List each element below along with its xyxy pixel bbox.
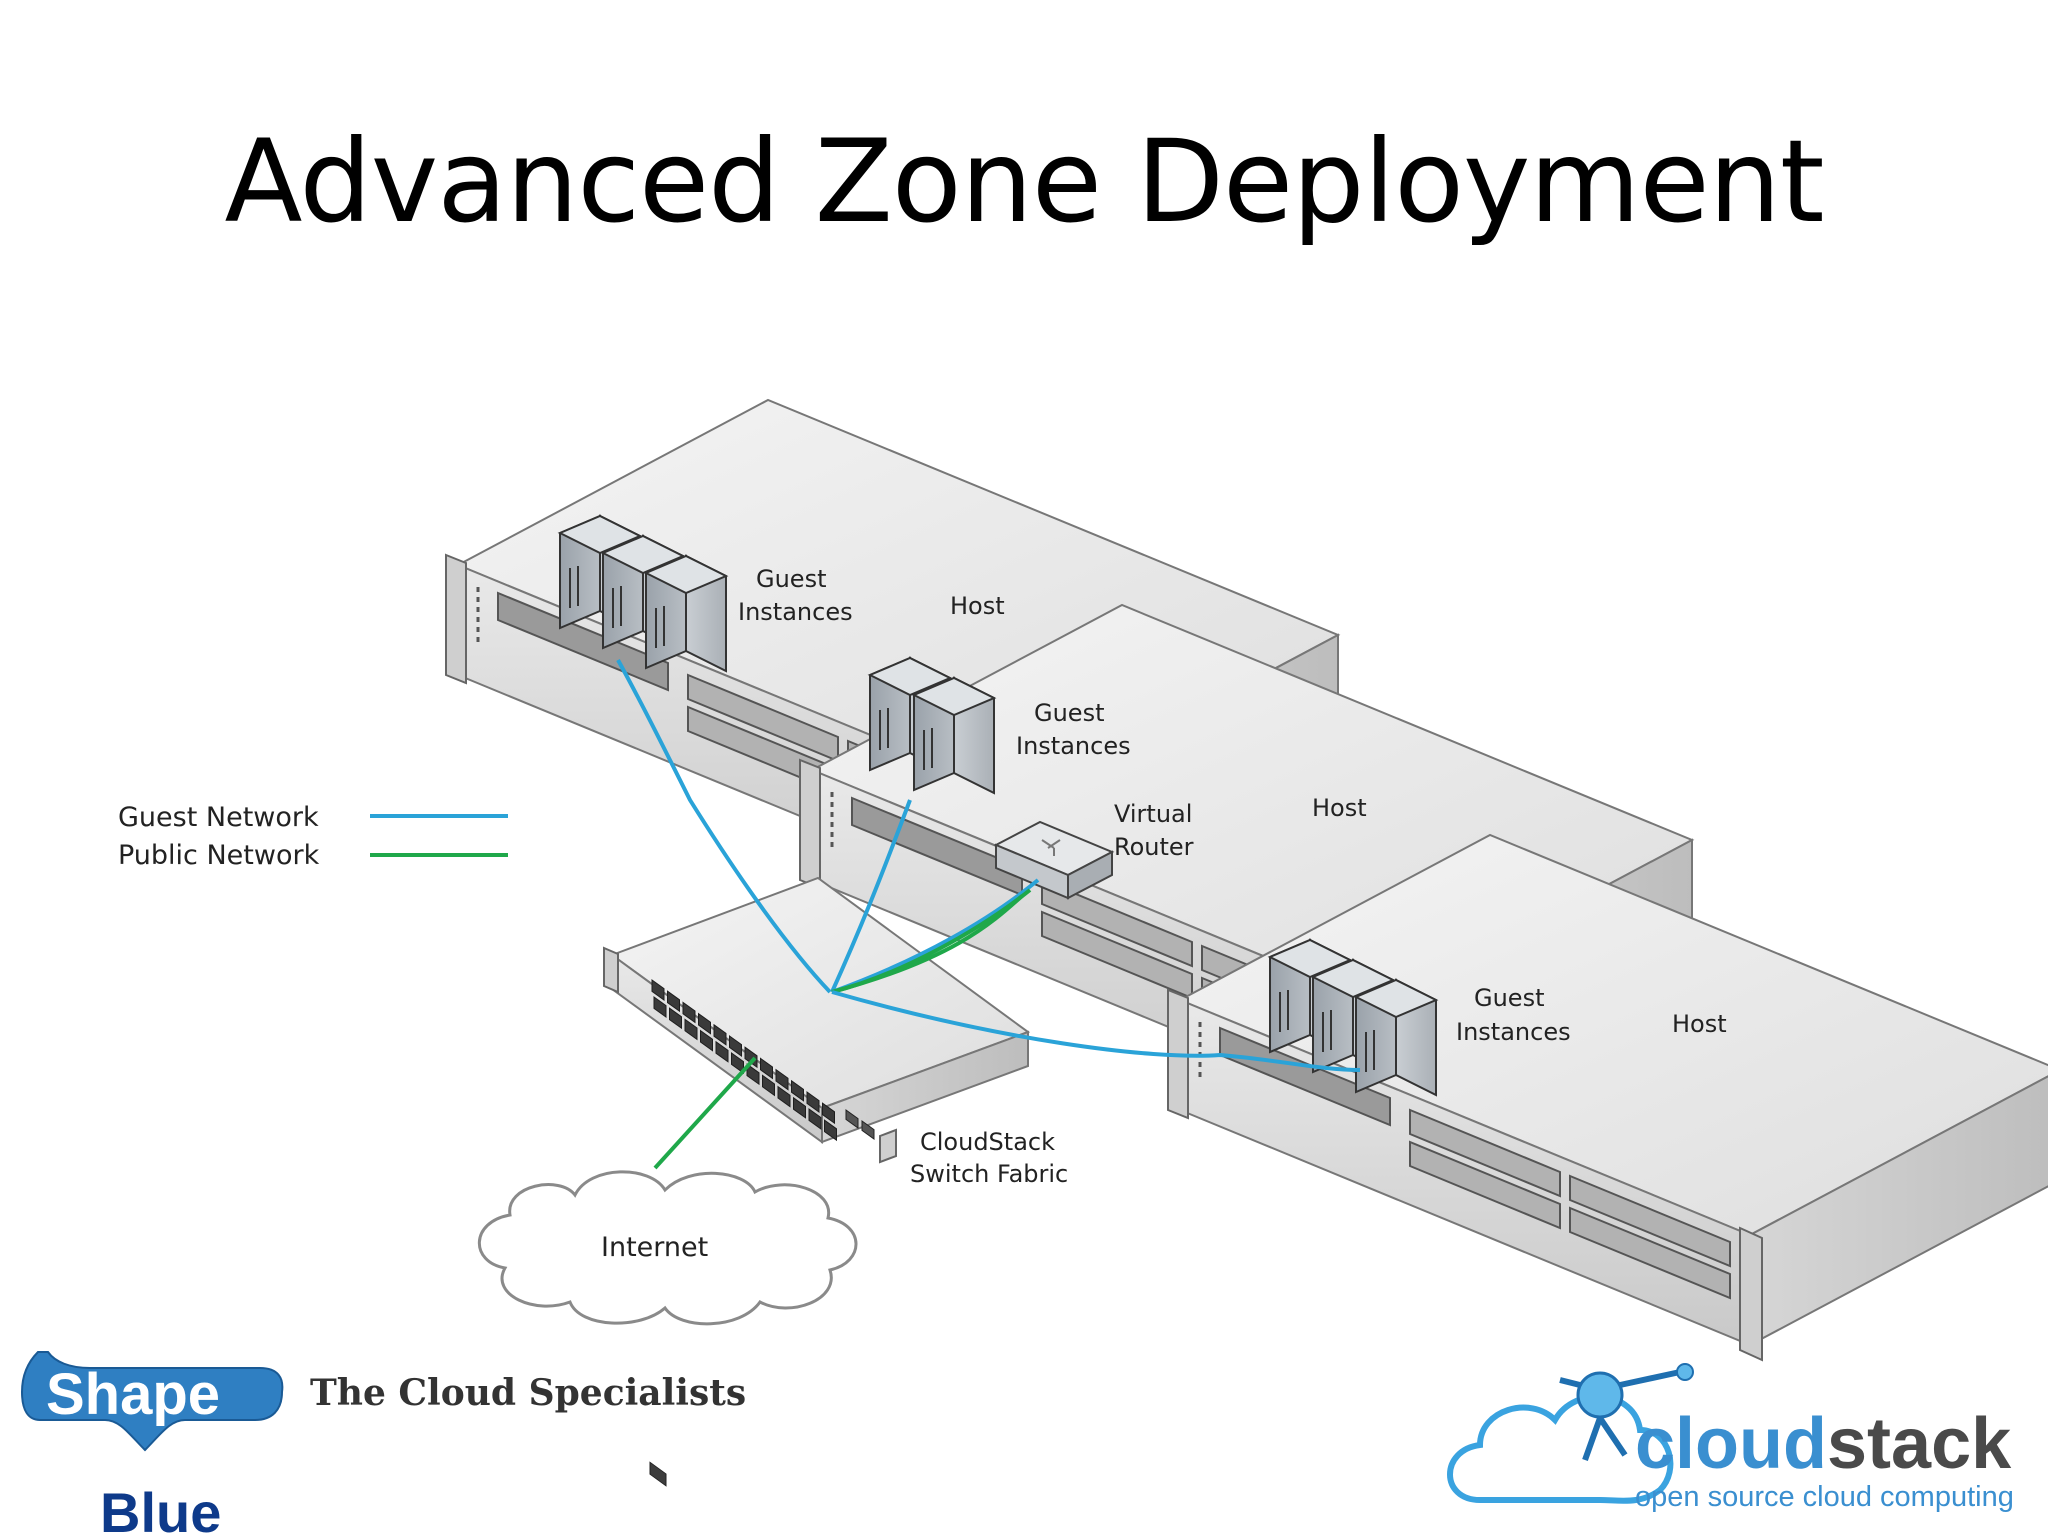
switch-ports bbox=[651, 979, 875, 1142]
switch-label-line1: CloudStack bbox=[920, 1128, 1055, 1156]
switch-port bbox=[746, 1063, 760, 1086]
internet-cloud-icon bbox=[477, 1170, 858, 1326]
internet-label: Internet bbox=[601, 1232, 708, 1263]
switch-port bbox=[822, 1102, 835, 1125]
virtual-router-icon bbox=[993, 820, 1115, 900]
host-3-instances-line1: Guest bbox=[1474, 984, 1545, 1012]
host-2-label: Host bbox=[1312, 794, 1367, 822]
host-3-label: Host bbox=[1672, 1010, 1727, 1038]
switch-port bbox=[729, 1035, 742, 1057]
slide-title: Advanced Zone Deployment bbox=[224, 115, 1824, 248]
cloudstack-tagline: open source cloud computing bbox=[1635, 1481, 2014, 1513]
switch-port bbox=[715, 1040, 729, 1063]
switch-uplink-port bbox=[845, 1109, 859, 1129]
host-2-instances-line2: Instances bbox=[1016, 732, 1131, 760]
cloudstack-stack-word: stack bbox=[1827, 1404, 2012, 1484]
legend: Guest Network Public Network bbox=[118, 802, 508, 871]
switch-port bbox=[684, 1018, 698, 1041]
public-link-router-2 bbox=[831, 894, 1024, 994]
switch-port bbox=[777, 1085, 791, 1108]
cloudstack-logo: cloudstack open source cloud computing bbox=[1447, 1363, 2014, 1513]
switch-label-line2: Switch Fabric bbox=[910, 1160, 1068, 1188]
switch-port bbox=[824, 1119, 837, 1142]
switch-port bbox=[651, 979, 665, 1001]
switch-port bbox=[791, 1079, 804, 1102]
shapeblue-logo: Shape Blue The Cloud Specialists bbox=[20, 1351, 746, 1536]
switch-port bbox=[700, 1029, 713, 1052]
switch-uplink-port bbox=[861, 1120, 875, 1140]
host-3-instances-line2: Instances bbox=[1456, 1018, 1571, 1046]
switch-port bbox=[775, 1068, 789, 1091]
switch-port bbox=[762, 1074, 775, 1097]
switch-port bbox=[669, 1007, 682, 1030]
switch-port bbox=[698, 1012, 711, 1035]
switch-port bbox=[682, 1001, 696, 1024]
public-link-internet bbox=[653, 1056, 757, 1170]
guest-link-host3 bbox=[831, 990, 1361, 1072]
switch-port bbox=[793, 1096, 806, 1119]
host-2-instances-line1: Guest bbox=[1034, 699, 1105, 727]
legend-public-network-label: Public Network bbox=[118, 840, 320, 871]
host-1-instances-line2: Instances bbox=[738, 598, 853, 626]
shapeblue-shape-word: Shape bbox=[46, 1362, 220, 1427]
switch-port bbox=[808, 1108, 822, 1130]
host-1-label: Host bbox=[950, 592, 1005, 620]
switch-port bbox=[667, 990, 680, 1013]
cloudstack-monkey-icon bbox=[1559, 1363, 1694, 1462]
switch-port bbox=[760, 1057, 773, 1080]
virtual-router-line1: Virtual bbox=[1114, 800, 1192, 828]
shapeblue-tagline: The Cloud Specialists bbox=[310, 1372, 746, 1414]
switch-port bbox=[744, 1046, 758, 1069]
guest-link-host2 bbox=[830, 799, 912, 993]
shapeblue-blue-word: Blue bbox=[100, 1481, 221, 1536]
network-links bbox=[616, 659, 1361, 1170]
host-1-instances-line1: Guest bbox=[756, 565, 827, 593]
switch-port bbox=[653, 996, 667, 1018]
guest-link-host1 bbox=[616, 659, 832, 994]
virtual-router-line2: Router bbox=[1114, 833, 1194, 861]
switch-port bbox=[713, 1023, 727, 1046]
legend-guest-network-label: Guest Network bbox=[118, 802, 319, 833]
guest-link-router bbox=[831, 878, 1040, 994]
switch-port bbox=[806, 1091, 820, 1113]
svg-text:cloudstack: cloudstack bbox=[1635, 1404, 2012, 1484]
cloudstack-cloud-word: cloud bbox=[1635, 1404, 1827, 1484]
